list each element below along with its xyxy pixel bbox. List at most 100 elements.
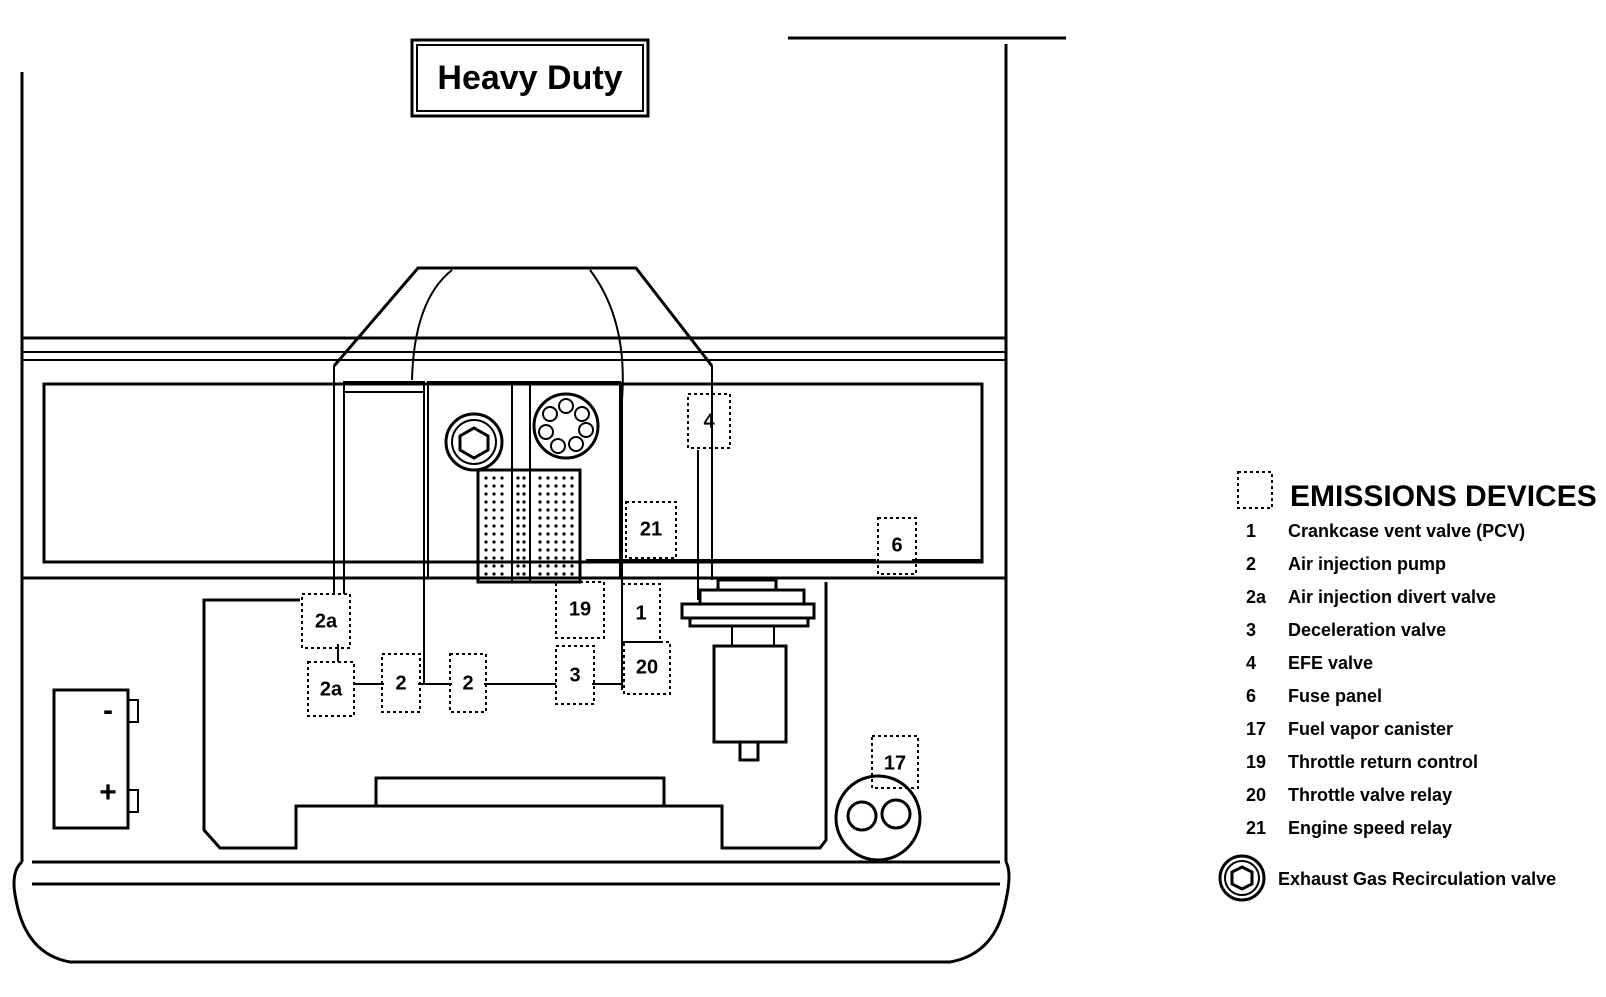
engine-dot bbox=[570, 532, 574, 536]
engine-dot bbox=[516, 500, 520, 504]
chassis-frame bbox=[202, 582, 828, 850]
engine-dot bbox=[522, 564, 526, 568]
engine-dot bbox=[492, 476, 496, 480]
engine-dot bbox=[500, 516, 504, 520]
engine-dot bbox=[554, 476, 558, 480]
legend-item-text: Fuse panel bbox=[1288, 686, 1382, 706]
engine-dot bbox=[500, 540, 504, 544]
engine-dot bbox=[538, 540, 542, 544]
engine-dot bbox=[492, 500, 496, 504]
title-box: Heavy Duty bbox=[410, 38, 650, 118]
engine-dot bbox=[546, 476, 550, 480]
legend-item-number: 1 bbox=[1246, 521, 1256, 541]
engine-dot bbox=[570, 500, 574, 504]
svg-text:6: 6 bbox=[891, 534, 902, 556]
engine-dot bbox=[562, 532, 566, 536]
engine-dot bbox=[538, 500, 542, 504]
marker-4: 4 bbox=[687, 393, 731, 449]
legend-item-number: 21 bbox=[1246, 818, 1266, 838]
engine-dot bbox=[500, 524, 504, 528]
engine-dot bbox=[546, 540, 550, 544]
engine-dot bbox=[516, 476, 520, 480]
engine-dot bbox=[516, 484, 520, 488]
engine-dot bbox=[522, 572, 526, 576]
marker-2a-top: 2a bbox=[301, 593, 351, 649]
egr-valve bbox=[444, 412, 504, 472]
legend-item-text: Air injection pump bbox=[1288, 554, 1446, 574]
legend-item-number: 20 bbox=[1246, 785, 1266, 805]
engine-dot bbox=[492, 524, 496, 528]
marker-17: 17 bbox=[871, 735, 919, 789]
engine-dot bbox=[516, 508, 520, 512]
engine-dot bbox=[522, 492, 526, 496]
engine-dot bbox=[562, 556, 566, 560]
legend-item-text: Fuel vapor canister bbox=[1288, 719, 1453, 739]
engine-dot bbox=[492, 564, 496, 568]
engine-dot bbox=[570, 516, 574, 520]
legend-item: 4 EFE valve bbox=[1246, 653, 1373, 673]
marker-2-right: 2 bbox=[449, 653, 487, 713]
engine-dot bbox=[554, 572, 558, 576]
engine-dot bbox=[522, 508, 526, 512]
battery: - + bbox=[52, 688, 139, 830]
battery-plus-label: + bbox=[99, 776, 117, 809]
engine-dot bbox=[500, 492, 504, 496]
legend-egr-symbol bbox=[1218, 854, 1266, 902]
engine-dot bbox=[500, 508, 504, 512]
legend-item-number: 4 bbox=[1246, 653, 1256, 673]
engine-dot bbox=[500, 532, 504, 536]
diagram-title: Heavy Duty bbox=[437, 59, 622, 97]
legend-item-text: Throttle return control bbox=[1288, 752, 1478, 772]
svg-text:2: 2 bbox=[462, 672, 473, 694]
legend-item-number: 6 bbox=[1246, 686, 1256, 706]
engine-dot bbox=[492, 572, 496, 576]
engine-dot bbox=[546, 524, 550, 528]
marker-19: 19 bbox=[555, 581, 605, 639]
legend-item-text: Crankcase vent valve (PCV) bbox=[1288, 521, 1525, 541]
engine-dot bbox=[500, 556, 504, 560]
svg-text:2: 2 bbox=[395, 672, 406, 694]
engine-dot bbox=[516, 564, 520, 568]
engine-dot bbox=[484, 556, 488, 560]
engine-dot bbox=[546, 548, 550, 552]
engine-dot bbox=[554, 500, 558, 504]
distributor bbox=[532, 392, 600, 460]
engine-dot bbox=[546, 516, 550, 520]
marker-20: 20 bbox=[623, 641, 671, 695]
marker-6: 6 bbox=[877, 517, 917, 575]
engine-dot bbox=[546, 484, 550, 488]
engine-dot bbox=[562, 484, 566, 488]
engine-dot bbox=[492, 532, 496, 536]
engine-dot bbox=[538, 476, 542, 480]
engine-dot bbox=[554, 524, 558, 528]
engine-dot bbox=[538, 572, 542, 576]
engine-dot bbox=[538, 492, 542, 496]
engine-dot bbox=[562, 572, 566, 576]
engine-dot bbox=[484, 548, 488, 552]
engine-dot bbox=[522, 532, 526, 536]
legend-item: 19 Throttle return control bbox=[1246, 752, 1478, 772]
svg-text:3: 3 bbox=[569, 664, 580, 686]
engine-block bbox=[476, 468, 582, 584]
legend-item-number: 19 bbox=[1246, 752, 1266, 772]
legend-egr-text: Exhaust Gas Recirculation valve bbox=[1278, 869, 1556, 889]
engine-dot bbox=[570, 492, 574, 496]
engine-dot bbox=[484, 516, 488, 520]
legend-dotted-box-symbol bbox=[1237, 471, 1273, 509]
engine-dot bbox=[516, 540, 520, 544]
engine-dot bbox=[500, 548, 504, 552]
engine-dot bbox=[522, 548, 526, 552]
engine-dot bbox=[562, 492, 566, 496]
engine-dot bbox=[484, 476, 488, 480]
engine-dot bbox=[554, 516, 558, 520]
legend-item-text: EFE valve bbox=[1288, 653, 1373, 673]
legend-item-number: 2a bbox=[1246, 587, 1267, 607]
engine-dot bbox=[484, 532, 488, 536]
engine-dot bbox=[492, 540, 496, 544]
legend-item-text: Throttle valve relay bbox=[1288, 785, 1452, 805]
engine-dot bbox=[484, 484, 488, 488]
svg-text:20: 20 bbox=[636, 656, 658, 678]
battery-minus-label: - bbox=[103, 694, 113, 727]
